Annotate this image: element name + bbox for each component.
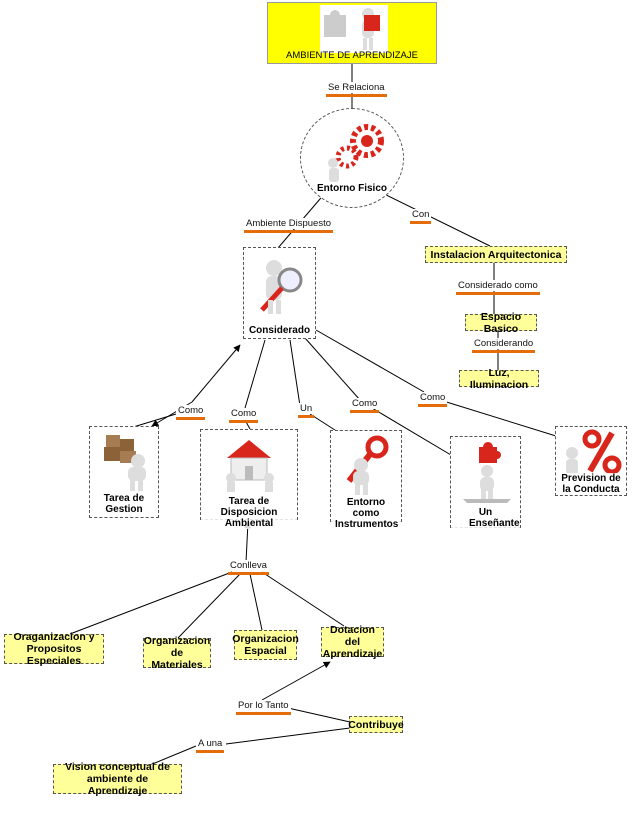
link-un: Un xyxy=(298,403,315,418)
ambiente-label: AMBIENTE DE APRENDIZAJE xyxy=(286,50,418,61)
link-como-3: Como xyxy=(350,398,380,413)
house-figure-icon xyxy=(219,434,281,494)
link-como-2: Como xyxy=(229,408,259,423)
link-considerado-como: Considerado como xyxy=(456,280,540,295)
entorno-fisico-node[interactable]: Entorno Fisico xyxy=(300,108,404,208)
considerado-node[interactable]: Considerado xyxy=(243,247,316,339)
link-a-una: A una xyxy=(196,738,225,753)
edge-considerado-como1 xyxy=(191,344,241,403)
edge-considerado-como2 xyxy=(244,339,266,409)
organizacion-materiales-node[interactable]: Organizacion de Materiales xyxy=(143,635,211,671)
edge-conlleva-materiales xyxy=(177,573,241,639)
percent-figure-icon xyxy=(560,429,624,477)
link-como-4: Como xyxy=(418,392,448,407)
vision-node[interactable]: Vision conceptual de ambiente de Aprendi… xyxy=(53,761,182,797)
edge-considerado-un xyxy=(289,339,301,407)
edge-conlleva-propositos xyxy=(69,571,233,635)
puzzle-figures-icon xyxy=(320,5,388,53)
un-ensenante-label: Un Enseñante xyxy=(451,507,520,529)
edge-entorno-instalacion xyxy=(379,191,491,247)
link-como-1: Como xyxy=(176,405,206,420)
edge-contribuye-aouna xyxy=(225,727,351,745)
edge-conlleva-dotacion xyxy=(261,571,345,627)
instalacion-node[interactable]: Instalacion Arquitectonica xyxy=(425,246,567,263)
espacio-basico-node[interactable]: Espacio Basico xyxy=(465,311,537,335)
edge-considerado-como4 xyxy=(315,329,425,393)
organizacion-propositos-node[interactable]: Oraganizacion y Propositos Especiales xyxy=(4,631,104,667)
magnifier-figure-icon xyxy=(250,254,310,318)
tarea-disposicion-label: Tarea de Disposicion Ambiental xyxy=(201,496,297,529)
tarea-disposicion-node[interactable]: Tarea de Disposicion Ambiental xyxy=(200,429,298,529)
link-conlleva: Conlleva xyxy=(228,560,269,575)
boxes-figure-icon xyxy=(100,433,152,491)
entorno-instrumentos-label: Entorno como Instrumentos xyxy=(331,497,401,530)
link-con: Con xyxy=(410,209,432,224)
puzzle-piece-figure-icon xyxy=(459,441,515,505)
prevision-label: Prevision de la Conducta xyxy=(556,473,626,495)
un-ensenante-node[interactable]: Un Enseñante xyxy=(450,436,521,529)
tarea-gestion-label: Tarea de Gestion xyxy=(90,493,158,515)
luz-node[interactable]: Luz, Iluminacion xyxy=(459,367,539,391)
entorno-fisico-label: Entorno Fisico xyxy=(317,183,387,194)
contribuye-node[interactable]: Contribuye xyxy=(348,716,404,733)
entorno-instrumentos-node[interactable]: Entorno como Instrumentos xyxy=(330,430,402,530)
link-se-relaciona: Se Relaciona xyxy=(326,82,387,97)
edge-portanto-contribuye xyxy=(287,707,351,723)
organizacion-espacial-node[interactable]: Organizacion Espacial xyxy=(232,630,299,660)
edge-un-instrumentos xyxy=(309,413,339,433)
link-ambiente-dispuesto: Ambiente Dispuesto xyxy=(244,218,334,233)
edge-aouna-vision xyxy=(149,745,197,766)
considerado-label: Considerado xyxy=(244,325,315,336)
edge-como4-prevision xyxy=(439,399,557,437)
ambiente-node[interactable]: AMBIENTE DE APRENDIZAJE xyxy=(267,2,437,64)
gears-figure-icon xyxy=(323,123,387,183)
prevision-node[interactable]: Prevision de la Conducta xyxy=(555,426,627,496)
wrench-figure-icon xyxy=(337,435,397,497)
edge-considerado-como3 xyxy=(304,337,361,401)
link-considerando: Considerando xyxy=(472,338,536,353)
edge-conlleva-espacial xyxy=(249,573,263,631)
tarea-gestion-node[interactable]: Tarea de Gestion xyxy=(89,426,159,518)
link-por-lo-tanto: Por lo Tanto xyxy=(236,700,291,715)
edge-portanto-dotacion xyxy=(261,661,331,701)
dotacion-node[interactable]: Dotacion del Aprendizaje xyxy=(321,624,384,660)
edge-como3-ensenante xyxy=(371,407,457,459)
